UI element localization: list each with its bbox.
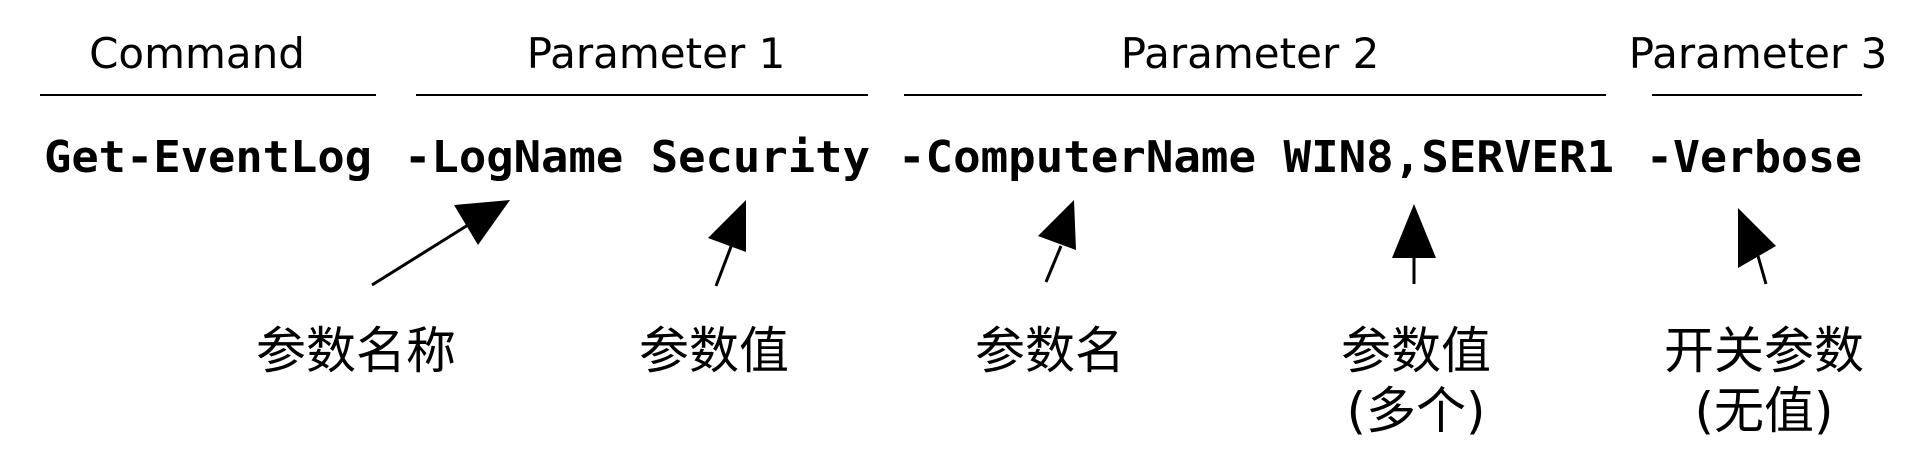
- annotation-switch-parameter-note: (无值): [1694, 382, 1833, 440]
- annotation-computername-name: 参数名: [975, 322, 1125, 380]
- code-parameter-1: -LogName Security: [404, 132, 870, 183]
- annotation-switch-parameter: 开关参数: [1664, 322, 1864, 380]
- header-parameter-3: Parameter 3: [1629, 29, 1888, 78]
- code-command: Get-EventLog: [44, 132, 372, 183]
- header-parameter-2: Parameter 2: [1121, 29, 1380, 78]
- arrow-parameter-name: [371, 200, 510, 287]
- annotation-computername-values-note: (多个): [1346, 382, 1485, 440]
- arrow-parameter-value: [708, 200, 746, 287]
- code-parameter-2: -ComputerName WIN8,SERVER1: [898, 132, 1614, 183]
- annotation-parameter-value: 参数值: [639, 322, 789, 380]
- header-parameter-1: Parameter 1: [527, 29, 786, 78]
- header-command: Command: [89, 29, 305, 78]
- arrow-computername-name: [1038, 200, 1076, 283]
- annotation-computername-values: 参数值: [1341, 322, 1491, 380]
- arrow-computername-values: [1392, 204, 1436, 284]
- code-parameter-3: -Verbose: [1646, 132, 1862, 183]
- annotation-parameter-name: 参数名称: [256, 322, 456, 380]
- arrow-switch-parameter: [1738, 208, 1776, 285]
